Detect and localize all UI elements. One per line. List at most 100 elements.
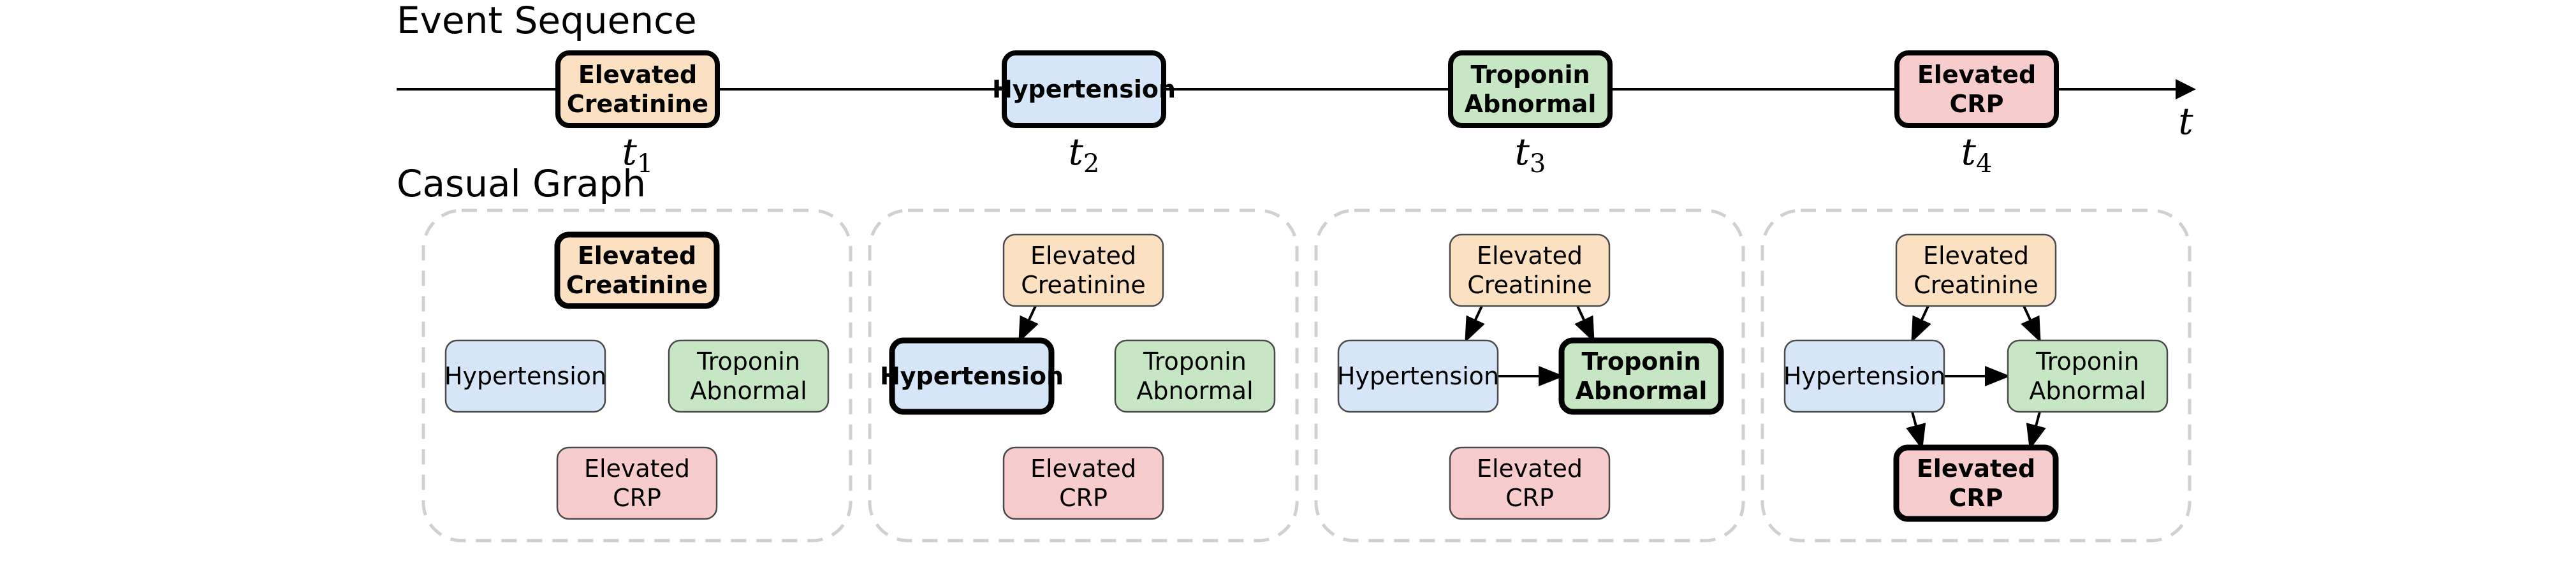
event-crp-box <box>1894 50 2059 128</box>
graph-panel-border <box>1760 208 2192 543</box>
graph-node-creatinine-box <box>1449 233 1611 307</box>
graph-node-creatinine-label: Elevated <box>1923 242 2029 270</box>
graph-node-hypertension-box <box>1337 339 1499 413</box>
graph-node-crp-label: CRP <box>1059 484 1108 512</box>
event-troponin-box <box>1448 50 1613 128</box>
graph-node-crp-box <box>1893 444 2059 522</box>
graph-node-crp-label: Elevated <box>1030 455 1136 483</box>
time-label-3: t3 <box>1515 130 1546 178</box>
causal-graph-title: Casual Graph <box>397 162 646 205</box>
graph-node-creatinine-label: Elevated <box>1477 242 1583 270</box>
graph-node-crp-label: Elevated <box>1917 455 2035 483</box>
graph-node-troponin-label: Troponin <box>1581 347 1701 375</box>
event-sequence-title: Event Sequence <box>397 0 697 42</box>
graph-panel-border <box>1314 208 1745 543</box>
graph-node-hypertension: Hypertension <box>1783 339 1945 413</box>
graph-node-creatinine-label: Creatinine <box>1467 271 1592 299</box>
graph-node-crp-box <box>1449 446 1611 520</box>
graph-node-hypertension-box <box>889 337 1055 415</box>
edge-creatinine-to-troponin <box>2021 305 2041 343</box>
event-hypertension-box <box>1002 50 1166 128</box>
graph-node-hypertension: Hypertension <box>880 337 1064 415</box>
graph-node-hypertension-box <box>1783 339 1945 413</box>
event-creatinine-box <box>555 50 720 128</box>
graph-node-crp-label: CRP <box>613 484 661 512</box>
event-crp-label: Elevated <box>1917 61 2036 89</box>
graph-node-troponin-box <box>1558 337 1724 415</box>
edge-creatinine-to-troponin <box>1574 305 1595 343</box>
graph-node-troponin-label: Abnormal <box>1576 377 1708 405</box>
timeline-events: ElevatedCreatininet1Hypertensiont2Tropon… <box>555 50 2059 178</box>
event-troponin-label: Troponin <box>1470 61 1590 89</box>
graph-node-hypertension-box <box>444 339 606 413</box>
graph-panel-2: ElevatedCreatinineHypertensionTroponinAb… <box>868 208 1299 543</box>
event-hypertension-label: Hypertension <box>992 75 1176 103</box>
graph-node-hypertension-label: Hypertension <box>880 362 1064 390</box>
causal-graph-panels: ElevatedCreatinineHypertensionTroponinAb… <box>421 208 2192 543</box>
event-creatinine-label: Elevated <box>578 61 697 89</box>
edge-hypertension-to-crp <box>1906 411 1926 450</box>
graph-panel-1: ElevatedCreatinineHypertensionTroponinAb… <box>421 208 853 543</box>
graph-node-hypertension-label: Hypertension <box>1783 362 1945 390</box>
event-crp-label: CRP <box>1950 90 2004 118</box>
edge-creatinine-to-hypertension <box>1465 305 1485 343</box>
graph-node-hypertension: Hypertension <box>1337 339 1499 413</box>
graph-node-creatinine-box <box>1002 233 1164 307</box>
graph-panel-border <box>421 208 853 543</box>
graph-node-troponin-label: Abnormal <box>1136 377 1253 405</box>
edge-creatinine-to-hypertension <box>1018 305 1039 343</box>
edge-troponin-to-crp <box>2026 411 2046 450</box>
time-label-2: t2 <box>1069 130 1100 178</box>
graph-panel-3: ElevatedCreatinineHypertensionTroponinAb… <box>1314 208 1745 543</box>
graph-node-creatinine-label: Creatinine <box>1021 271 1146 299</box>
graph-node-crp-box <box>556 446 718 520</box>
event-creatinine-label: Creatinine <box>567 90 708 118</box>
graph-node-troponin-label: Abnormal <box>2029 377 2146 405</box>
graph-node-hypertension-label: Hypertension <box>1337 362 1499 390</box>
graph-node-troponin-label: Troponin <box>2035 347 2139 375</box>
edge-creatinine-to-hypertension <box>1911 305 1931 343</box>
graph-node-hypertension-label: Hypertension <box>444 362 606 390</box>
graph-node-troponin-label: Troponin <box>696 347 800 375</box>
graph-node-troponin-label: Abnormal <box>690 377 807 405</box>
graph-node-crp-label: CRP <box>1505 484 1554 512</box>
time-label-4: t4 <box>1961 130 1993 178</box>
graph-node-crp-label: Elevated <box>1477 455 1583 483</box>
graph-node-creatinine-label: Creatinine <box>1914 271 2038 299</box>
graph-node-crp-box <box>1002 446 1164 520</box>
graph-node-troponin-label: Troponin <box>1143 347 1247 375</box>
graph-node-crp-label: CRP <box>1949 484 2003 512</box>
graph-node-creatinine-label: Elevated <box>578 242 696 270</box>
time-axis-label: t <box>2178 99 2193 143</box>
graph-node-troponin-box <box>668 339 830 413</box>
graph-node-troponin-box <box>2007 339 2169 413</box>
graph-node-creatinine-box <box>554 231 720 309</box>
graph-panel-4: ElevatedCreatinineHypertensionTroponinAb… <box>1760 208 2192 543</box>
graph-node-creatinine-box <box>1895 233 2057 307</box>
event-hypertension: Hypertension <box>992 50 1176 128</box>
time-label-1: t1 <box>622 130 654 178</box>
graph-node-creatinine-label: Creatinine <box>566 271 708 299</box>
graph-panel-border <box>868 208 1299 543</box>
event-troponin-label: Abnormal <box>1465 90 1597 118</box>
graph-node-hypertension: Hypertension <box>444 339 606 413</box>
graph-node-creatinine-label: Elevated <box>1030 242 1136 270</box>
graph-node-troponin-box <box>1114 339 1276 413</box>
graph-node-crp-label: Elevated <box>584 455 690 483</box>
